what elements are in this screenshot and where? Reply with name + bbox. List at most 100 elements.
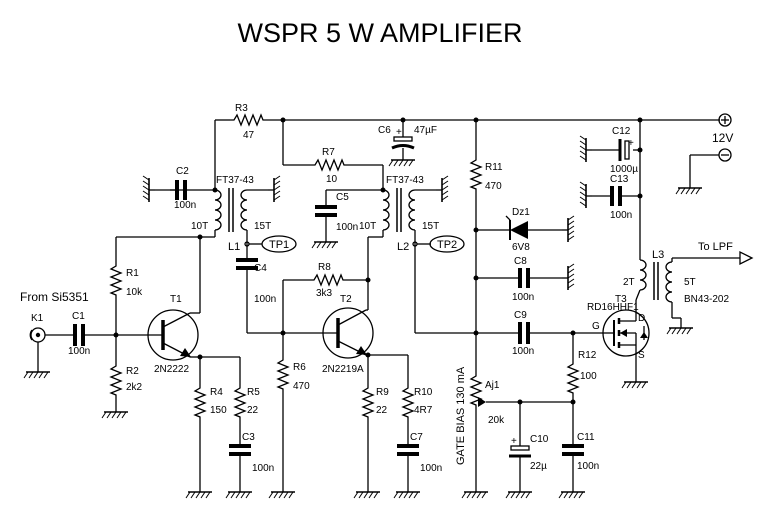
svg-text:R2: R2 [126, 366, 139, 377]
svg-text:15T: 15T [422, 221, 439, 232]
zener-dz1: Dz1 6V8 [505, 207, 530, 253]
svg-text:5T: 5T [684, 277, 696, 288]
svg-text:C11: C11 [577, 432, 595, 443]
svg-text:S: S [638, 350, 645, 361]
coil-l3: L3 2T 5T BN43-202 [623, 249, 729, 305]
svg-text:C3: C3 [242, 432, 255, 443]
svg-text:100: 100 [580, 371, 597, 382]
capacitor-c4: C4 100n [236, 258, 276, 305]
svg-text:+: + [396, 127, 402, 138]
svg-text:R6: R6 [293, 362, 306, 373]
svg-text:2T: 2T [623, 277, 635, 288]
svg-text:C1: C1 [72, 311, 85, 322]
gate-bias-note: GATE BIAS 130 mA [455, 366, 467, 465]
svg-text:+: + [628, 138, 634, 149]
resistor-r12: R12 100 [567, 350, 597, 397]
svg-text:Dz1: Dz1 [512, 207, 530, 218]
svg-text:TP1: TP1 [269, 239, 289, 251]
capacitor-c13: C13 100n [610, 174, 632, 221]
svg-text:100n: 100n [420, 463, 442, 474]
svg-text:100n: 100n [252, 463, 274, 474]
svg-text:+: + [511, 436, 517, 447]
svg-text:RD16HHF1: RD16HHF1 [587, 302, 639, 313]
svg-text:1000µ: 1000µ [610, 164, 638, 175]
svg-text:T1: T1 [170, 294, 182, 305]
svg-text:10T: 10T [359, 221, 376, 232]
connector-k1: K1 [23, 313, 51, 379]
svg-text:FT37-43: FT37-43 [386, 175, 424, 186]
svg-text:R8: R8 [318, 262, 331, 273]
resistor-r4: R4 150 [194, 383, 227, 421]
svg-text:2N2222: 2N2222 [154, 364, 189, 375]
svg-text:C9: C9 [514, 310, 527, 321]
svg-text:R10: R10 [414, 387, 433, 398]
svg-text:47µF: 47µF [414, 125, 437, 136]
testpoint-tp1: TP1 [261, 235, 297, 253]
svg-text:R11: R11 [485, 162, 503, 173]
svg-text:R3: R3 [235, 103, 248, 114]
svg-text:100n: 100n [336, 222, 358, 233]
capacitor-c3: C3 100n [229, 432, 274, 474]
svg-text:6V8: 6V8 [512, 242, 530, 253]
svg-text:R12: R12 [578, 350, 597, 361]
capacitor-c1: C1 100n [68, 311, 90, 357]
svg-text:C8: C8 [514, 256, 527, 267]
svg-text:T3: T3 [615, 294, 627, 305]
input-label: From Si5351 [20, 290, 89, 304]
coil-l2: FT37-43 10T 15T L2 [359, 175, 439, 253]
capacitor-c8: C8 100n [512, 256, 534, 303]
svg-text:2N2219A: 2N2219A [322, 364, 364, 375]
capacitor-c5: C5 100n [315, 192, 358, 233]
svg-text:2k2: 2k2 [126, 382, 143, 393]
svg-text:R5: R5 [247, 387, 260, 398]
svg-text:TP2: TP2 [437, 239, 457, 251]
svg-text:K1: K1 [31, 313, 44, 324]
svg-text:12V: 12V [712, 131, 733, 145]
svg-text:C7: C7 [410, 432, 423, 443]
svg-text:Aj1: Aj1 [485, 380, 500, 391]
transistor-t2: T2 2N2219A [318, 294, 374, 375]
svg-text:R1: R1 [126, 268, 139, 279]
resistor-r10: R10 4R7 [402, 383, 433, 421]
svg-text:G: G [592, 321, 600, 332]
capacitor-c10: + C10 22µ [509, 434, 549, 472]
svg-text:10k: 10k [126, 287, 143, 298]
svg-text:R9: R9 [376, 387, 389, 398]
mosfet-t3: RD16HHF1 T3 G D S [587, 294, 650, 368]
testpoint-tp2: TP2 [429, 235, 465, 253]
capacitor-c11: C11 100n [562, 432, 599, 472]
svg-text:C12: C12 [612, 126, 631, 137]
svg-text:10: 10 [326, 174, 338, 185]
capacitor-c7: C7 100n [397, 432, 442, 474]
svg-text:C6: C6 [378, 125, 391, 136]
svg-text:C2: C2 [176, 166, 189, 177]
capacitor-c6: + C6 47µF [378, 120, 437, 150]
svg-text:22: 22 [376, 405, 388, 416]
resistor-r7: R7 10 [310, 147, 348, 185]
svg-text:D: D [638, 313, 645, 324]
svg-text:L1: L1 [228, 241, 240, 253]
resistor-r2: R2 2k2 [110, 361, 143, 399]
svg-text:100n: 100n [610, 210, 632, 221]
svg-text:L2: L2 [397, 241, 409, 253]
svg-text:4R7: 4R7 [414, 405, 433, 416]
resistor-r1: R1 10k [110, 261, 143, 299]
svg-text:R7: R7 [322, 147, 335, 158]
svg-text:C10: C10 [530, 434, 549, 445]
resistor-r9: R9 22 [362, 383, 389, 421]
svg-text:100n: 100n [254, 294, 276, 305]
capacitor-c2: C2 100n [174, 166, 196, 211]
svg-text:470: 470 [485, 181, 502, 192]
svg-text:20k: 20k [488, 415, 505, 426]
svg-text:100n: 100n [512, 346, 534, 357]
svg-text:100n: 100n [68, 346, 90, 357]
svg-text:470: 470 [293, 381, 310, 392]
svg-text:FT37-43: FT37-43 [216, 175, 254, 186]
svg-text:22: 22 [247, 405, 259, 416]
output-label: To LPF [698, 241, 733, 253]
resistor-r6: R6 470 [277, 355, 310, 393]
svg-text:C4: C4 [254, 263, 267, 274]
supply-terminals: 12V [675, 113, 733, 195]
svg-text:22µ: 22µ [530, 461, 547, 472]
